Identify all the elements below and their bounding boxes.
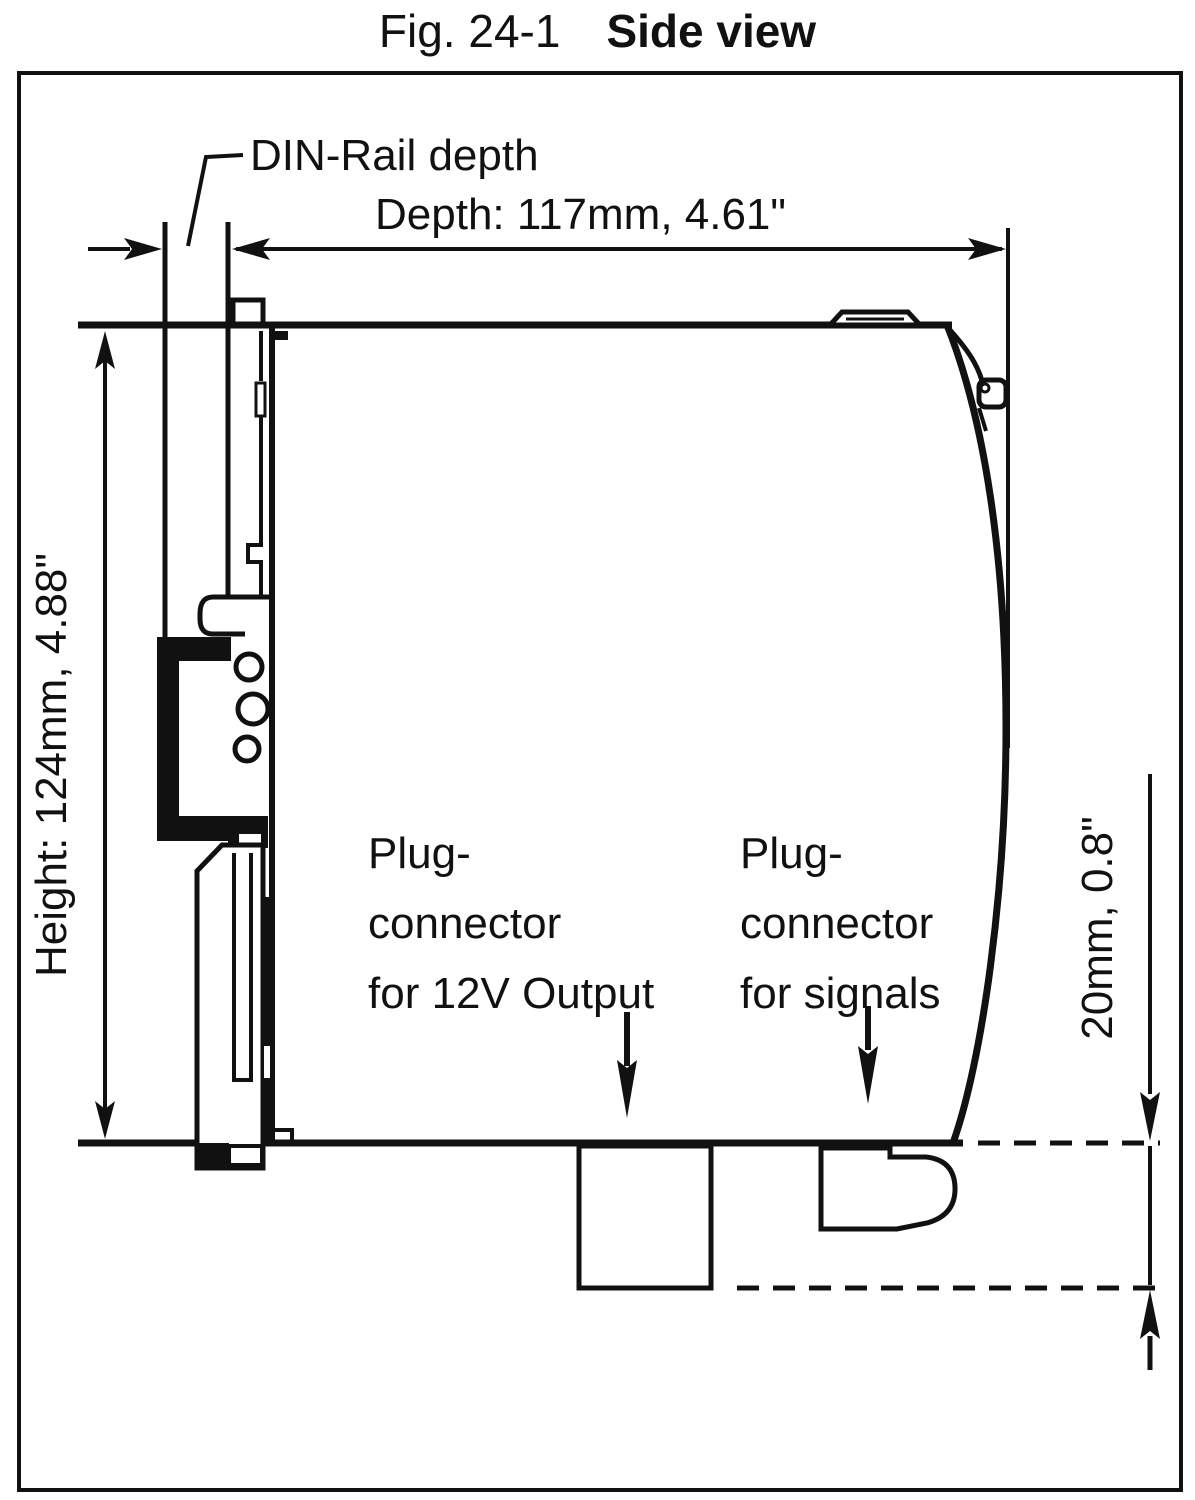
bracket-foot-light bbox=[227, 1144, 264, 1167]
front-latch-pivot bbox=[979, 382, 991, 394]
figure-caption: Fig. 24-1 Side view bbox=[0, 4, 1195, 58]
clearance-up-arrowhead bbox=[1140, 1290, 1160, 1339]
plug-signals-label-line1: Plug- bbox=[740, 829, 843, 878]
rail-cross-section bbox=[157, 637, 231, 841]
height-label: Height: 124mm, 4.88" bbox=[27, 553, 76, 977]
height-dimension: Height: 124mm, 4.88" bbox=[27, 331, 115, 1139]
clip-spring-coil-2 bbox=[235, 691, 271, 727]
figure-name: Side view bbox=[606, 5, 817, 57]
back-bottom-step bbox=[272, 1128, 294, 1143]
depth-right-arrowhead bbox=[968, 238, 1006, 260]
clip-spring-coil-3 bbox=[232, 734, 262, 764]
device-front bbox=[824, 228, 1010, 1145]
clip-bracket-slot bbox=[232, 853, 253, 1082]
plug-12v-arrowhead bbox=[617, 1060, 637, 1118]
din-rail-depth-label: DIN-Rail depth bbox=[250, 131, 539, 180]
clearance-down-arrowhead bbox=[1140, 1092, 1160, 1141]
height-top-arrowhead bbox=[95, 331, 115, 369]
plug-12v-label-line2: connector bbox=[368, 899, 561, 948]
bottom-connectors bbox=[576, 1140, 1160, 1291]
bracket-gap-strip bbox=[263, 897, 272, 1143]
clip-spring-coil-1 bbox=[233, 651, 265, 683]
clearance-label: 20mm, 0.8" bbox=[1073, 816, 1122, 1039]
height-bottom-arrowhead bbox=[95, 1101, 115, 1139]
depth-dimension: Depth: 117mm, 4.61" bbox=[88, 190, 1006, 260]
back-top-step bbox=[272, 331, 288, 340]
depth-label: Depth: 117mm, 4.61" bbox=[375, 190, 786, 239]
plug-12v-label-line3: for 12V Output bbox=[368, 969, 654, 1018]
plug-12v-label-line1: Plug- bbox=[368, 829, 471, 878]
plug-connector-12v bbox=[576, 1143, 714, 1291]
back-slot bbox=[254, 381, 267, 418]
din-depth-left-arrowhead bbox=[124, 238, 162, 260]
back-detail-line-lower bbox=[246, 417, 263, 597]
din-rail-leader-line bbox=[186, 153, 244, 247]
clip-upper-hook bbox=[197, 594, 270, 637]
plug-signals-label-line2: connector bbox=[740, 899, 933, 948]
rail-top-hook-tab bbox=[230, 297, 266, 327]
bracket-gap-slot bbox=[264, 1046, 270, 1078]
din-rail bbox=[162, 222, 266, 641]
plug-signals-arrowhead bbox=[858, 1046, 878, 1104]
bracket-foot-dark bbox=[197, 1143, 229, 1168]
plug-12v-annotation: Plug- connector for 12V Output bbox=[368, 829, 654, 1118]
figure-number: Fig. 24-1 bbox=[378, 5, 561, 57]
clip-lower-bracket bbox=[194, 842, 266, 1171]
front-latch-tail bbox=[977, 407, 988, 432]
din-clip-assembly bbox=[157, 322, 294, 1171]
front-latch bbox=[976, 377, 1009, 410]
plug-connector-signals bbox=[818, 1145, 958, 1232]
plug-signals-annotation: Plug- connector for signals bbox=[740, 829, 941, 1104]
clearance-dimension: 20mm, 0.8" bbox=[1073, 774, 1160, 1370]
plug-signals-label-line3: for signals bbox=[740, 969, 941, 1018]
front-bezel-inner-curve bbox=[948, 328, 985, 382]
